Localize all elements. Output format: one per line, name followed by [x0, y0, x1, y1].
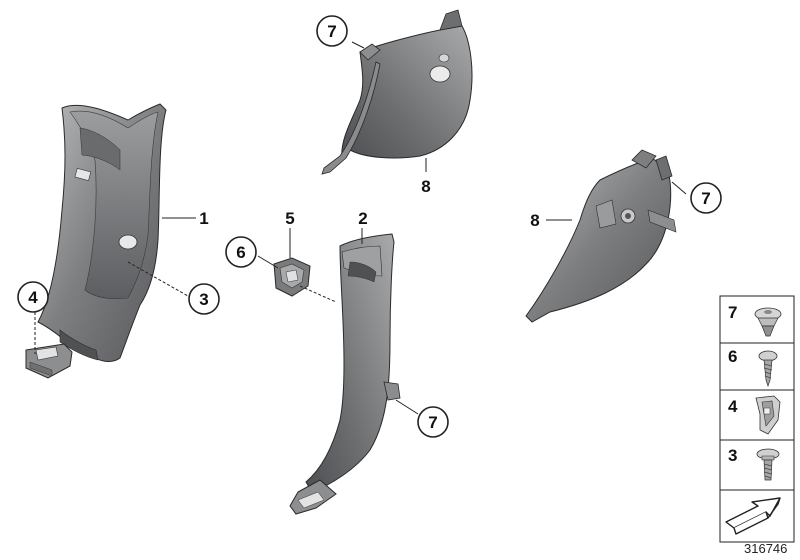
callout-8-top[interactable]: 8	[421, 177, 430, 196]
callout-3[interactable]: 3	[188, 283, 220, 315]
legend-row-3[interactable]: 3	[728, 446, 780, 481]
callout-6[interactable]: 6	[225, 236, 257, 268]
callout-label: 1	[199, 209, 208, 228]
callout-7-top[interactable]: 7	[316, 15, 348, 47]
callout-label: 7	[327, 22, 336, 41]
leader-lines	[34, 41, 687, 415]
part-1-pillar-trim	[25, 103, 167, 379]
part-8-cover-top	[321, 9, 473, 175]
part-2-pillar-trim	[289, 233, 401, 515]
legend-row-6[interactable]: 6	[728, 347, 778, 388]
tapping-screw-icon	[758, 350, 778, 388]
callout-label: 5	[285, 209, 294, 228]
legend-row-7[interactable]: 7	[728, 303, 782, 337]
callout-2[interactable]: 2	[358, 209, 367, 228]
callout-label: 4	[28, 288, 38, 307]
legend-number: 4	[728, 397, 738, 416]
callout-7-right[interactable]: 7	[690, 182, 722, 214]
push-rivet-icon	[754, 307, 782, 337]
part-5-clip	[273, 257, 311, 297]
callout-4[interactable]: 4	[17, 281, 49, 313]
callout-label: 3	[199, 290, 208, 309]
callout-label: 6	[236, 243, 245, 262]
callout-label: 7	[428, 413, 437, 432]
callout-1[interactable]: 1	[199, 209, 208, 228]
clip-nut-icon	[755, 395, 781, 435]
callout-label: 8	[421, 177, 430, 196]
legend-row-4[interactable]: 4	[728, 395, 781, 435]
oval-head-screw-icon	[756, 448, 780, 481]
legend-number: 3	[728, 446, 737, 465]
part-8-cover-right	[525, 149, 677, 323]
direction-arrow-icon	[725, 497, 781, 535]
callout-5[interactable]: 5	[285, 209, 294, 228]
legend-number: 7	[728, 303, 737, 322]
callout-label: 8	[530, 211, 539, 230]
callout-8-right[interactable]: 8	[530, 211, 539, 230]
hardware-legend: 7 6 4	[719, 295, 795, 543]
reference-number: 316746	[744, 541, 787, 556]
callout-7-bottom[interactable]: 7	[417, 406, 449, 438]
callout-label: 2	[358, 209, 367, 228]
callout-label: 7	[701, 189, 710, 208]
legend-number: 6	[728, 347, 737, 366]
